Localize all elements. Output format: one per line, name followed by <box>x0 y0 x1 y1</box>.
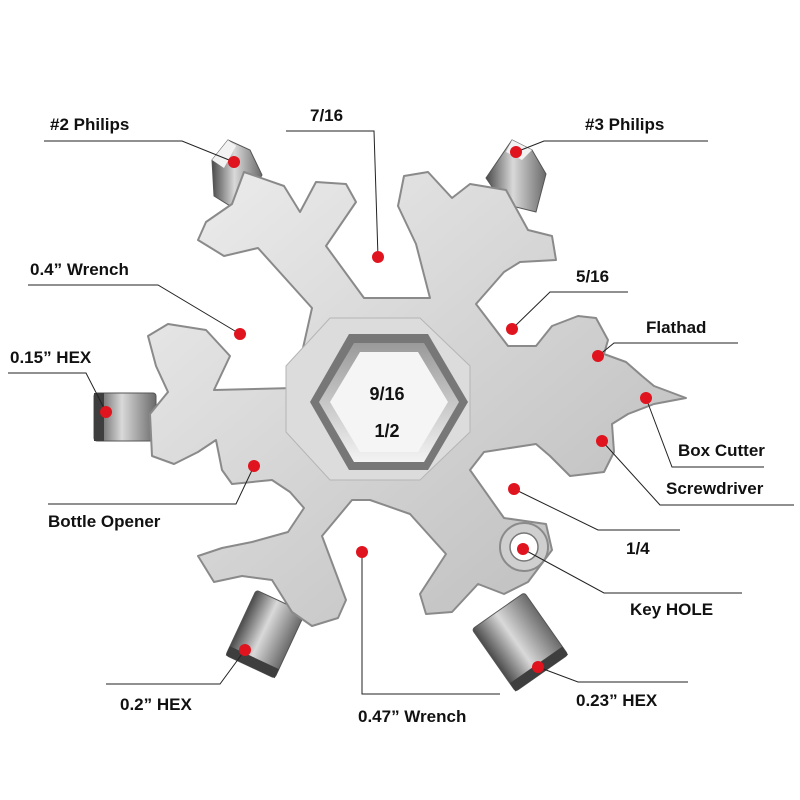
marker-0-23-hex <box>532 661 544 673</box>
leader-0-2-hex <box>106 649 246 685</box>
leader-0-15-hex <box>8 372 107 413</box>
label-7-16: 7/16 <box>310 106 343 125</box>
leader-bottle-opener <box>48 465 255 505</box>
leader-key-hole <box>522 548 742 594</box>
center-label-9-16: 9/16 <box>369 384 404 404</box>
leader-0-4-wrench <box>28 284 241 335</box>
callout-labels: #2 Philips 7/16 #3 Philips 0.4” Wrench 5… <box>10 106 765 726</box>
marker-0-47-wrench <box>356 546 368 558</box>
label-screwdriver: Screwdriver <box>666 479 764 498</box>
marker-5-16 <box>506 323 518 335</box>
label-0-47-wrench: 0.47” Wrench <box>358 707 466 726</box>
label-1-4: 1/4 <box>626 539 650 558</box>
label-0-15-hex: 0.15” HEX <box>10 348 92 367</box>
marker-flathead <box>592 350 604 362</box>
label-philips-2: #2 Philips <box>50 115 129 134</box>
leader-philips-2 <box>44 140 235 163</box>
label-flathead: Flathad <box>646 318 706 337</box>
leader-0-23-hex <box>537 666 688 683</box>
leader-0-47-wrench <box>361 552 500 695</box>
label-box-cutter: Box Cutter <box>678 441 765 460</box>
label-bottle-opener: Bottle Opener <box>48 512 161 531</box>
label-philips-3: #3 Philips <box>585 115 664 134</box>
label-key-hole: Key HOLE <box>630 600 713 619</box>
leader-flathead <box>597 342 738 357</box>
leader-box-cutter <box>645 397 764 468</box>
marker-0-4-wrench <box>234 328 246 340</box>
marker-philips-2 <box>228 156 240 168</box>
label-5-16: 5/16 <box>576 267 609 286</box>
label-0-23-hex: 0.23” HEX <box>576 691 658 710</box>
leader-5-16 <box>511 291 628 330</box>
leader-1-4 <box>513 488 680 531</box>
marker-1-4 <box>508 483 520 495</box>
markers <box>100 146 652 673</box>
marker-box-cutter <box>640 392 652 404</box>
center-label-1-2: 1/2 <box>374 421 399 441</box>
marker-key-hole <box>517 543 529 555</box>
leader-7-16 <box>286 130 379 258</box>
marker-bottle-opener <box>248 460 260 472</box>
leader-lines <box>8 130 794 695</box>
marker-0-2-hex <box>239 644 251 656</box>
marker-philips-3 <box>510 146 522 158</box>
leader-philips-3 <box>515 140 708 153</box>
marker-7-16 <box>372 251 384 263</box>
leader-screwdriver <box>601 440 794 506</box>
hex-023-bit <box>472 593 569 692</box>
marker-screwdriver <box>596 435 608 447</box>
hex-hole <box>310 334 468 470</box>
label-0-2-hex: 0.2” HEX <box>120 695 192 714</box>
label-0-4-wrench: 0.4” Wrench <box>30 260 129 279</box>
marker-0-15-hex <box>100 406 112 418</box>
